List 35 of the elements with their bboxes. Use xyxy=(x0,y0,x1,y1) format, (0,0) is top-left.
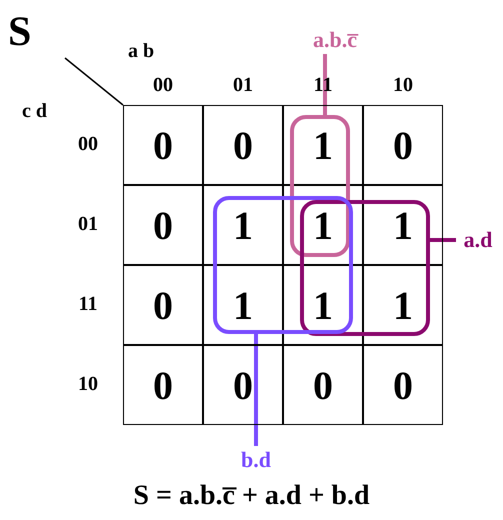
map-cell: 0 xyxy=(123,105,203,185)
map-cell: 0 xyxy=(203,105,283,185)
row-header: 00 xyxy=(77,133,99,156)
term-label: a.d xyxy=(456,226,500,254)
row-header: 11 xyxy=(78,293,98,316)
map-cell: 1 xyxy=(283,185,363,265)
leader-line xyxy=(430,238,456,242)
map-cell: 1 xyxy=(283,105,363,185)
grouping-loop xyxy=(213,196,353,334)
column-header: 01 xyxy=(232,74,254,97)
map-cell: 1 xyxy=(203,185,283,265)
map-cell: 0 xyxy=(283,345,363,425)
term-label: a.b.c̅ xyxy=(300,26,370,54)
variable-label: c d xyxy=(22,100,47,123)
map-cell: 0 xyxy=(363,345,443,425)
grouping-loop xyxy=(300,200,430,336)
map-title: S xyxy=(8,8,32,56)
column-header: 00 xyxy=(152,74,174,97)
map-cell: 0 xyxy=(203,345,283,425)
leader-line xyxy=(254,334,258,446)
map-cell: 1 xyxy=(203,265,283,345)
equation: S = a.b.c̅ + a.d + b.d xyxy=(132,480,371,512)
row-header: 01 xyxy=(77,213,99,236)
column-header: 10 xyxy=(392,74,414,97)
variable-label: a b xyxy=(128,40,154,63)
grouping-loop xyxy=(290,115,350,257)
map-cell: 0 xyxy=(363,105,443,185)
map-cell: 0 xyxy=(123,345,203,425)
map-cell: 1 xyxy=(363,265,443,345)
map-cell: 1 xyxy=(363,185,443,265)
term-label: b.d xyxy=(234,446,278,474)
map-cell: 0 xyxy=(123,185,203,265)
row-header: 10 xyxy=(77,373,99,396)
map-cell: 1 xyxy=(283,265,363,345)
map-cell: 0 xyxy=(123,265,203,345)
